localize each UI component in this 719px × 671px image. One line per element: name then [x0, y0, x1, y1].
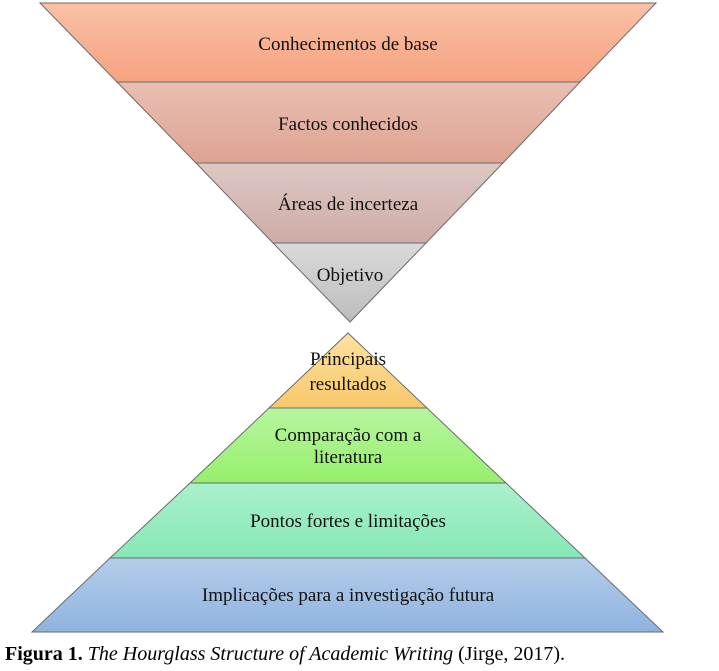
level-label: resultados: [309, 374, 386, 395]
level-label: Comparação com a: [275, 425, 422, 446]
level-label: Conhecimentos de base: [258, 34, 437, 55]
pyramid: Principais resultados Comparação com a l…: [30, 332, 665, 633]
level-known-facts: Factos conhecidos: [115, 81, 582, 164]
figure-citation: (Jirge, 2017).: [458, 643, 565, 665]
level-label: Implicações para a investigação futura: [202, 585, 495, 606]
level-label: Principais: [310, 349, 386, 370]
figure-caption: Figura 1. The Hourglass Structure of Aca…: [5, 643, 719, 666]
level-literature-comparison: Comparação com a literatura: [188, 407, 508, 484]
level-label: Áreas de incerteza: [278, 193, 419, 215]
figure-title: The Hourglass Structure of Academic Writ…: [87, 643, 454, 665]
figure-number: Figura 1.: [5, 643, 83, 665]
level-future-research: Implicações para a investigação futura: [30, 557, 665, 633]
level-label: Objetivo: [317, 265, 384, 286]
level-label: Pontos fortes e limitações: [250, 511, 446, 532]
level-strengths-limitations: Pontos fortes e limitações: [108, 482, 587, 559]
level-background-knowledge: Conhecimentos de base: [38, 2, 658, 83]
level-uncertainty-areas: Áreas de incerteza: [194, 162, 505, 244]
level-label: Factos conhecidos: [278, 114, 418, 135]
level-label: literatura: [314, 447, 383, 468]
level-main-results: Principais resultados: [267, 332, 429, 409]
level-objective: Objetivo: [271, 242, 428, 323]
inverted-triangle: Conhecimentos de base Factos conhecidos …: [38, 2, 658, 323]
